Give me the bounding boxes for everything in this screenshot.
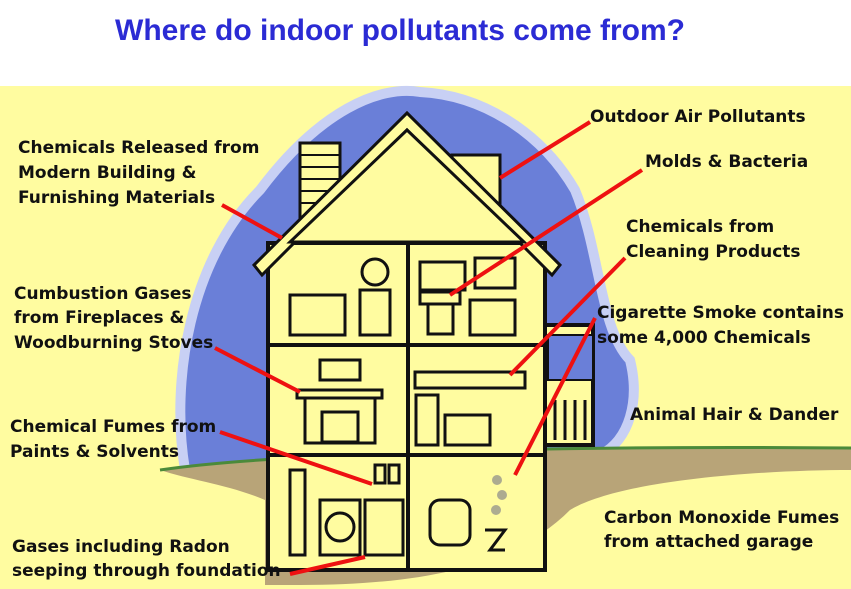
label-molds: Molds & Bacteria bbox=[645, 152, 808, 172]
leader-lines bbox=[214, 120, 644, 576]
page-title: Where do indoor pollutants come from? bbox=[115, 14, 685, 47]
label-animal: Animal Hair & Dander bbox=[630, 405, 839, 425]
floors bbox=[268, 243, 545, 570]
attic bbox=[286, 127, 528, 244]
furniture bbox=[288, 256, 527, 557]
smoke bbox=[491, 475, 507, 515]
label-outdoor: Outdoor Air Pollutants bbox=[590, 107, 806, 127]
